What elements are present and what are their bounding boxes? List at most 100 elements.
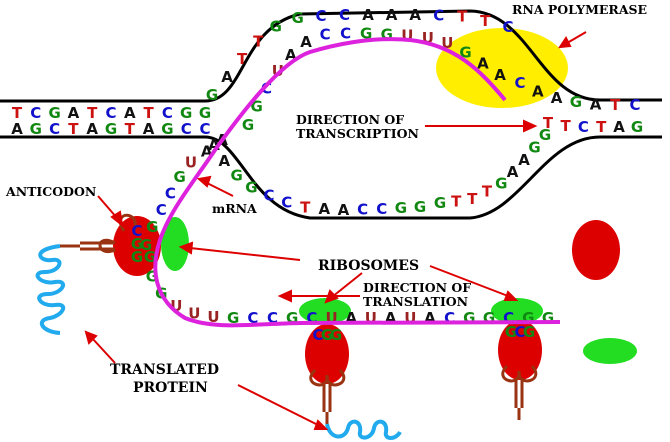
base-C: C (306, 309, 317, 327)
base-G: G (414, 198, 426, 216)
base-C: C (162, 104, 173, 122)
dna-strand-lower (0, 135, 662, 220)
base-G: G (360, 24, 372, 42)
trna-right (501, 364, 538, 420)
base-T: T (143, 104, 154, 122)
base-C: C (156, 201, 167, 219)
base-G: G (292, 9, 304, 27)
base-G: G (395, 199, 407, 217)
label-rna-polymerase: RNA POLYMERASE (512, 2, 647, 17)
label-ribosomes: RIBOSOMES (318, 258, 419, 274)
base-G: G (523, 323, 535, 341)
base-T: T (482, 183, 493, 201)
base-G: G (146, 218, 158, 236)
base-T: T (467, 190, 478, 208)
base-C: C (105, 104, 116, 122)
base-U: U (185, 153, 197, 171)
base-C: C (578, 118, 589, 136)
base-G: G (245, 179, 257, 197)
base-A: A (551, 89, 563, 107)
base-T: T (12, 104, 23, 122)
base-A: A (124, 104, 136, 122)
base-A: A (338, 201, 350, 219)
base-C: C (281, 193, 292, 211)
base-C: C (267, 309, 278, 327)
ribosome-small-left (161, 217, 189, 271)
base-G: G (30, 120, 42, 138)
base-G: G (105, 120, 117, 138)
base-G: G (230, 167, 242, 185)
base-T: T (253, 33, 264, 51)
base-T: T (480, 12, 491, 30)
base-G: G (528, 139, 540, 157)
label-protein: PROTEIN (133, 380, 208, 396)
base-A: A (409, 6, 421, 24)
base-A: A (532, 83, 544, 101)
base-A: A (518, 151, 530, 169)
label-anticodon: ANTICODON (5, 184, 96, 199)
ribosome-large-free (572, 220, 620, 280)
base-G: G (144, 248, 156, 266)
base-T: T (457, 8, 468, 26)
base-A: A (68, 104, 80, 122)
base-G: G (199, 104, 211, 122)
base-U: U (188, 305, 200, 323)
base-A: A (218, 152, 230, 170)
base-G: G (180, 104, 192, 122)
base-C: C (340, 25, 351, 43)
base-C: C (165, 184, 176, 202)
base-G: G (330, 326, 342, 344)
base-G: G (161, 120, 173, 138)
base-U: U (207, 308, 219, 326)
base-G: G (242, 116, 254, 134)
base-A: A (318, 200, 330, 218)
base-G: G (434, 194, 446, 212)
label-translated: TRANSLATED (110, 362, 219, 378)
base-C: C (131, 222, 142, 240)
base-A: A (300, 33, 312, 51)
label-direction-transcription-1: DIRECTION OF (296, 112, 404, 127)
ribosome-small-right (491, 298, 543, 324)
base-G: G (631, 118, 643, 136)
base-G: G (173, 168, 185, 186)
base-T: T (68, 120, 79, 138)
base-C: C (444, 309, 455, 327)
base-C: C (629, 96, 640, 114)
base-A: A (386, 6, 398, 24)
base-T: T (125, 120, 136, 138)
base-G: G (131, 235, 143, 253)
base-G: G (505, 323, 517, 341)
base-C: C (263, 186, 274, 204)
base-A: A (590, 95, 602, 113)
base-C: C (376, 200, 387, 218)
base-C: C (503, 309, 514, 327)
mrna-strand (153, 37, 561, 328)
base-T: T (610, 96, 621, 114)
base-C: C (30, 104, 41, 122)
base-A: A (477, 55, 489, 73)
base-C: C (247, 309, 258, 327)
base-T: T (451, 192, 462, 210)
base-G: G (48, 104, 60, 122)
base-C: C (320, 26, 331, 44)
dna-strand-upper (0, 9, 662, 103)
base-A: A (86, 120, 98, 138)
ribosome-small-free (583, 338, 637, 364)
base-C: C (339, 6, 350, 24)
rna-polymerase-blob (436, 28, 568, 108)
base-C: C (49, 120, 60, 138)
base-T: T (543, 114, 554, 132)
arrows (84, 31, 587, 430)
base-G: G (495, 175, 507, 193)
base-G: G (206, 86, 218, 104)
base-A: A (11, 120, 23, 138)
base-C: C (181, 120, 192, 138)
base-A: A (143, 120, 155, 138)
base-G: G (321, 326, 333, 344)
base-C: C (433, 7, 444, 25)
base-A: A (494, 66, 506, 84)
label-mrna: mRNA (212, 201, 257, 216)
base-C: C (312, 326, 323, 344)
